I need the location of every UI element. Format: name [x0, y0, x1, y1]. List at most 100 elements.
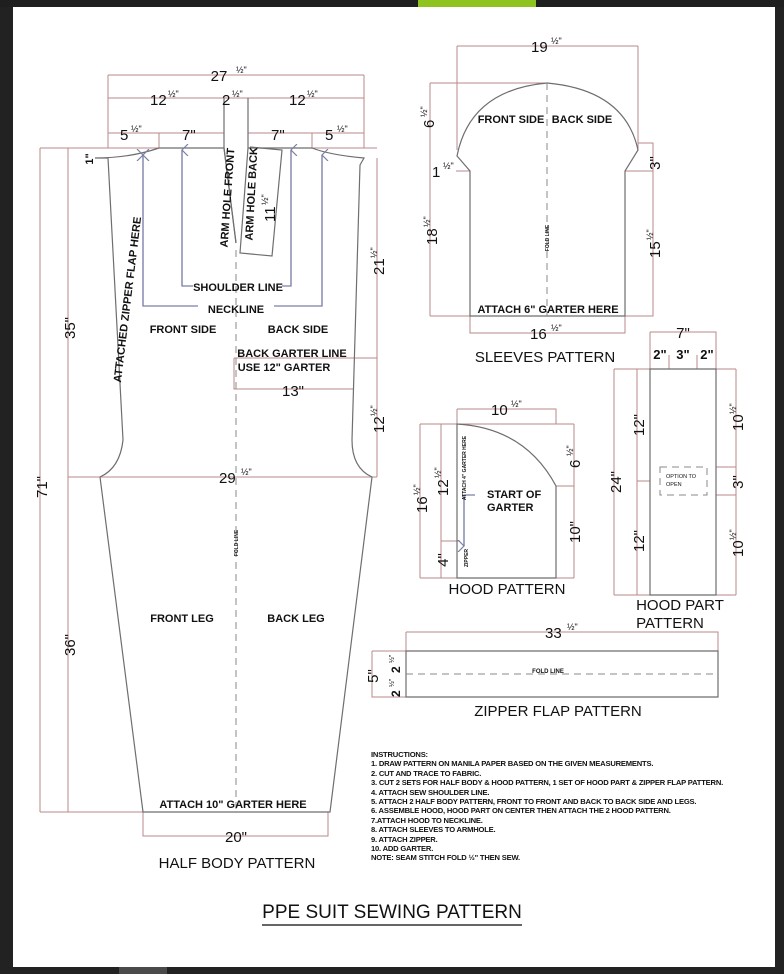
- hood-outline: [456, 423, 557, 579]
- sleeve-dim-cap-height: 6: [421, 120, 438, 128]
- dim-full-height: 71": [34, 476, 51, 498]
- instruction-step: 10. ADD GARTER.: [371, 844, 434, 854]
- zipper-dim-left: [371, 650, 406, 698]
- dim-side-upper-frac: ½": [369, 247, 379, 258]
- instruction-step: 2. CUT AND TRACE TO FABRIC.: [371, 768, 482, 778]
- dim-line-27: [107, 74, 365, 148]
- label-neckline: NECKLINE: [208, 304, 264, 316]
- dim-hip-width-frac: ½": [241, 467, 252, 477]
- dim-left-width: 12: [150, 92, 167, 109]
- zipper-flap-pattern: 33 ½" 5" 2 ½" 2 ½" FOLD LINE ZIPPER FLAP…: [365, 622, 719, 720]
- label-use-garter: USE 12" GARTER: [238, 362, 331, 374]
- dim-torso-height: 35": [62, 317, 79, 339]
- zipper-label-fold-line: FOLD LINE: [532, 669, 564, 675]
- hood-part-dim-right-seg: 2": [700, 347, 713, 362]
- hood-part-dim-left-seg: 2": [653, 347, 666, 362]
- instructions-heading: INSTRUCTIONS:: [371, 750, 428, 759]
- hood-part-dim-lower-left: 12": [631, 530, 648, 552]
- hood-part-pattern: 7" 2" 3" 2" 24" 12" 12" 10 ½" 3" 10 ½" O…: [608, 325, 747, 632]
- hood-dim-right: [556, 424, 575, 578]
- back-garter-box: [233, 357, 377, 390]
- dim-armhole-frac: ½": [260, 194, 270, 205]
- hood-dim-right-height: 10": [567, 521, 584, 543]
- instruction-step: 5. ATTACH 2 HALF BODY PATTERN, FRONT TO …: [371, 797, 697, 807]
- hood-dim-top-width: 10: [491, 402, 508, 419]
- sleeve-dim-top-width-frac: ½": [551, 36, 562, 46]
- hood-label-garter: GARTER: [487, 502, 534, 514]
- dim-left-width-frac: ½": [168, 89, 179, 99]
- hood-dim-top: [456, 408, 557, 424]
- window-top-bar: [0, 0, 784, 7]
- sleeve-dim-bottom-width: 16: [530, 326, 547, 343]
- bottom-scroll-tab[interactable]: [119, 967, 167, 974]
- hood-pattern: 10 ½" 16 ½" 12 ½" 4" 6 ½" 10" ATTACH 4" …: [412, 399, 584, 598]
- hood-dim-curve-height: 6: [567, 460, 584, 468]
- armhole-front: [223, 98, 237, 244]
- instruction-step: 9. ATTACH ZIPPER.: [371, 834, 438, 844]
- hood-dim-curve-height-frac: ½": [565, 445, 575, 456]
- zipper-flap-outline: [405, 650, 719, 698]
- hood-part-dim-upper-left: 12": [631, 414, 648, 436]
- label-shoulder-line: SHOULDER LINE: [193, 282, 283, 294]
- zipper-dim-length: 33: [545, 625, 562, 642]
- hood-dim-upper-height: 12: [435, 479, 452, 496]
- hood-dim-bottom-height: 4": [435, 553, 452, 567]
- label-back-garter-line: BACK GARTER LINE: [237, 348, 346, 360]
- label-back-leg: BACK LEG: [267, 613, 324, 625]
- hood-part-dim-height: 24": [608, 471, 625, 493]
- dim-side-lower: 12: [371, 416, 388, 433]
- hood-part-dim-middle-seg: 3": [676, 347, 689, 362]
- sleeve-dim-right-height: 15: [647, 241, 664, 258]
- sleeve-dim-bottom-width-frac: ½": [551, 323, 562, 333]
- sleeve-dim-right: [625, 142, 654, 317]
- label-attach-garter: ATTACH 10" GARTER HERE: [159, 799, 306, 811]
- sleeve-dim-left: [429, 82, 547, 317]
- dim-right-width: 12: [289, 92, 306, 109]
- dim-center-gap-frac: ½": [232, 89, 243, 99]
- dim-hip-width: 29: [219, 470, 236, 487]
- zipper-dim-top: [405, 631, 719, 651]
- hood-label-zipper: ZIPPER: [464, 549, 470, 567]
- hood-dim-total-height: 16: [414, 496, 431, 513]
- sleeve-dim-left-step-frac: ½": [443, 161, 454, 171]
- sleeve-dim-cap-height-frac: ½": [419, 106, 429, 117]
- hood-part-dim-right: [716, 369, 737, 595]
- dim-line-collar: [108, 132, 364, 148]
- sleeve-dim-right-height-frac: ½": [645, 229, 655, 240]
- caption-sleeves: SLEEVES PATTERN: [475, 349, 615, 366]
- instructions-block: INSTRUCTIONS: 1. DRAW PATTERN ON MANILA …: [371, 750, 723, 863]
- caption-zipper-flap: ZIPPER FLAP PATTERN: [474, 703, 642, 720]
- dim-right-shoulder: 7": [271, 127, 285, 144]
- half-body-pattern: 27 ½" 12 ½" 2 ½" 12 ½" 5 ½" 7" 7" 5 ½" 1…: [34, 65, 388, 872]
- instruction-step: 3. CUT 2 SETS FOR HALF BODY & HOOD PATTE…: [371, 778, 724, 788]
- instruction-step: 8. ATTACH SLEEVES TO ARMHOLE.: [371, 825, 496, 835]
- dim-neck-drop: 1": [84, 153, 96, 164]
- instruction-note: NOTE: SEAM STITCH FOLD ½" THEN SEW.: [371, 853, 520, 863]
- dim-leg-height: 36": [62, 634, 79, 656]
- hood-part-dim-upper-right: 10: [730, 414, 747, 431]
- hood-dim-top-width-frac: ½": [511, 399, 522, 409]
- dim-line-bottom: [40, 811, 329, 837]
- hood-part-dim-middle-right: 3": [730, 475, 747, 489]
- sleeve-dim-left-step: 1: [432, 164, 440, 181]
- label-front-side: FRONT SIDE: [150, 324, 217, 336]
- caption-half-body: HALF BODY PATTERN: [159, 855, 316, 872]
- label-armhole-back: ARM HOLE BACK: [244, 147, 261, 241]
- dim-right-collar: 5: [325, 127, 333, 144]
- zipper-dim-length-frac: ½": [567, 622, 578, 632]
- hood-dim-upper-height-frac: ½": [433, 467, 443, 478]
- zipper-dim-upper: 2: [389, 666, 403, 673]
- dim-left-shoulder: 7": [182, 127, 196, 144]
- hood-part-dim-upper-right-frac: ½": [728, 403, 738, 414]
- sleeve-dim-left-height-frac: ½": [422, 216, 432, 227]
- dim-side-lower-frac: ½": [369, 405, 379, 416]
- hood-label-start-of: START OF: [487, 489, 541, 501]
- dim-line-left-71: [39, 147, 68, 812]
- sleeve-label-front-side: FRONT SIDE: [478, 114, 545, 126]
- dim-left-collar: 5: [120, 127, 128, 144]
- hood-part-label-open: OPEN: [666, 482, 682, 488]
- dim-total-width-frac: ½": [236, 65, 247, 75]
- sleeve-dim-top: [456, 45, 639, 150]
- document-title: PPE SUIT SEWING PATTERN: [262, 902, 522, 926]
